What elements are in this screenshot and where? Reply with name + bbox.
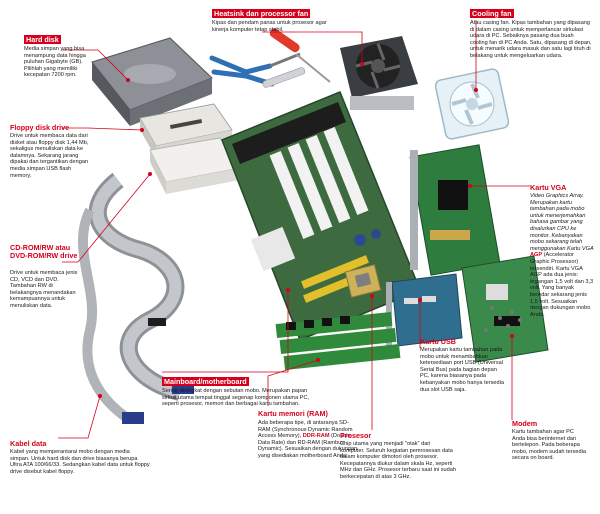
modem-description: Kartu tambahan agar PC Anda bisa berinte… bbox=[512, 429, 587, 462]
heatsink-fan-image bbox=[340, 36, 418, 110]
vga-agp-label: AGP bbox=[530, 252, 543, 259]
floppy-description: Drive untuk membaca data dari disket ata… bbox=[10, 133, 89, 179]
callout-lines bbox=[58, 20, 530, 439]
ram-description-a: Ada beberapa tipe, di antaranya SD-RAM (… bbox=[258, 420, 353, 440]
cable-title: Kabel data bbox=[10, 439, 47, 448]
mainboard-description: Sering disingkat dengan sebutan mobo. Me… bbox=[162, 388, 310, 408]
modem-title: Modem bbox=[512, 419, 538, 428]
thermal-paste-image bbox=[262, 67, 306, 88]
vga-card-image bbox=[409, 144, 501, 276]
screws-image bbox=[484, 306, 522, 332]
hard-disk-image bbox=[91, 37, 213, 126]
cooling-fan-image bbox=[434, 68, 510, 140]
floppy-title: Floppy disk drive bbox=[10, 123, 70, 132]
processor-description: Chip utama yang menjadi "otak" dari komp… bbox=[340, 441, 456, 480]
ram-description-b: (Double Data Rate) dan RD-RAM (Rambus Dy… bbox=[258, 433, 358, 459]
processor-title: Prosesor bbox=[340, 431, 372, 440]
ram-ddr-label: DDR-RAM bbox=[302, 433, 330, 440]
usb-title: Kartu USB bbox=[420, 337, 456, 346]
hard-disk-description: Media simpan yang bisa menampung data hi… bbox=[24, 46, 86, 79]
mainboard-title: Mainboard/motherboard bbox=[162, 377, 249, 386]
vga-description-a: Video Graphics Array. Merupakan kartu ta… bbox=[530, 193, 594, 252]
cooling-fan-description: Atau casing fan. Kipas tambahan yang dip… bbox=[470, 20, 592, 59]
cooling-fan-title: Cooling fan bbox=[470, 9, 514, 18]
heatsink-title: Heatsink dan processor fan bbox=[212, 9, 311, 18]
cdrom-description: Drive untuk membaca jenis CD, VCD dan DV… bbox=[10, 270, 78, 309]
ram-description: Ada beberapa tipe, di antaranya SD-RAM (… bbox=[258, 420, 358, 460]
usb-card-image bbox=[386, 273, 463, 347]
usb-description: Merupakan kartu tambahan pada mobo untuk… bbox=[420, 347, 504, 393]
cdrom-title: CD-ROM/RW atau DVD-ROM/RW drive bbox=[10, 243, 78, 260]
screwdriver-image bbox=[269, 28, 331, 83]
vga-title: Kartu VGA bbox=[530, 183, 567, 192]
hard-disk-title: Hard disk bbox=[24, 35, 61, 44]
vga-description: Video Graphics Array. Merupakan kartu ta… bbox=[530, 193, 594, 318]
modem-card-image bbox=[461, 255, 549, 363]
cable-description: Kabel yang memperantarai mobo dengan med… bbox=[10, 449, 150, 475]
ram-title: Kartu memori (RAM) bbox=[258, 409, 328, 418]
vga-description-b: (Accelerator Graphic Prosessor) tersendi… bbox=[530, 252, 594, 318]
processor-image bbox=[344, 264, 382, 298]
heatsink-description: Kipas dan pendam panas untuk prosesor ag… bbox=[212, 20, 327, 33]
ram-image bbox=[275, 311, 401, 371]
